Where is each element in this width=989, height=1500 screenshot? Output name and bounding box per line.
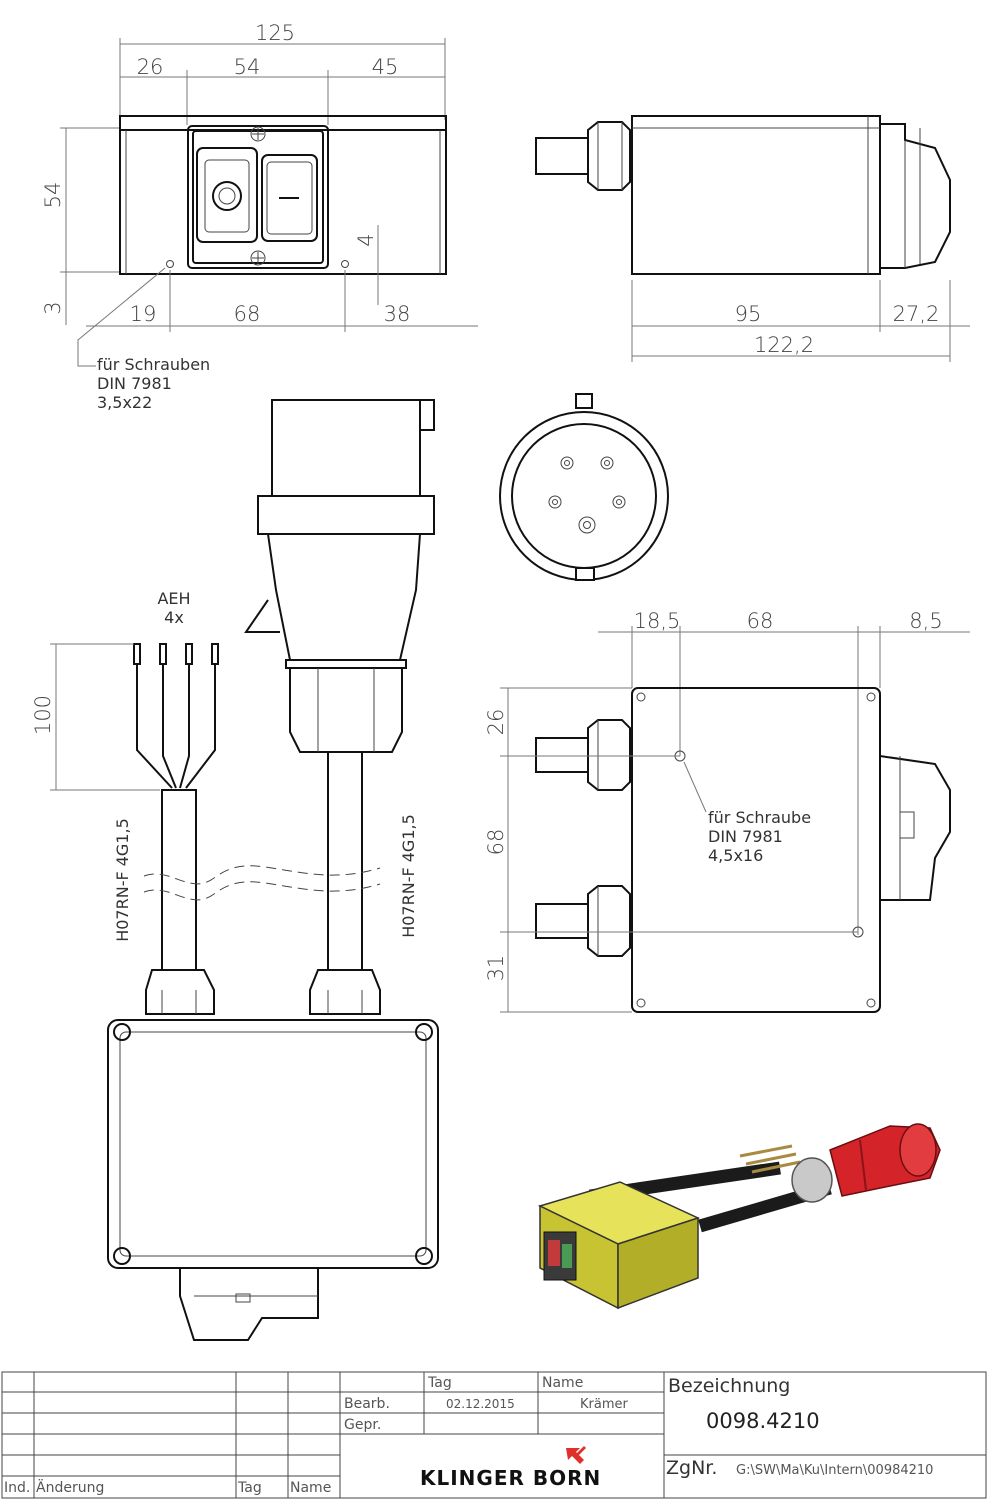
wire-ends: [133, 643, 219, 789]
dim-height: 54: [41, 182, 65, 209]
tb-zgnr-value: G:\SW\Ma\Ku\Intern\00984210: [736, 1463, 933, 1478]
dim-hole-right: 38: [384, 302, 411, 326]
note-screw-rear-line3: 4,5x16: [708, 846, 763, 865]
dim-hole-height: 4: [354, 233, 378, 246]
note-aeh-count: 4x: [164, 608, 184, 627]
tb-bearb-name: Krämer: [580, 1397, 628, 1412]
dim-body-length: 95: [735, 302, 762, 326]
dim-rear-top-offset: 26: [484, 709, 508, 736]
company-name: KLINGER BORN: [420, 1466, 601, 1490]
tb-col-tag: Tag: [427, 1375, 452, 1391]
tb-footer-tag: Tag: [237, 1480, 262, 1496]
dim-rear-right-offset: 8,5: [909, 609, 942, 633]
dim-left-segment: 26: [137, 55, 164, 79]
note-screw-rear-line1: für Schraube: [708, 808, 811, 827]
assembly-view: AEH 4x 100 H07RN-F 4G1,5: [31, 399, 439, 1341]
dim-bottom-offset: 3: [41, 301, 65, 314]
front-view: 125 26 54 45 54 3: [41, 21, 478, 412]
dim-overall-width: 125: [255, 21, 295, 45]
dim-rear-left-offset: 18,5: [634, 609, 681, 633]
dim-plug-depth: 27,2: [893, 302, 940, 326]
rear-view: 18,5 68 8,5 26 68 31 für Schraube DIN: [484, 609, 970, 1013]
label-cable-left: H07RN-F 4G1,5: [113, 818, 132, 942]
tb-zgnr-label: ZgNr.: [666, 1457, 717, 1479]
tb-bezeichnung-value: 0098.4210: [706, 1409, 820, 1433]
tb-col-name: Name: [542, 1375, 583, 1391]
dim-rear-bottom-offset: 31: [484, 955, 508, 982]
dim-total-length: 122,2: [754, 333, 814, 357]
tb-ind-label: Ind.: [4, 1480, 30, 1496]
tb-bearb-label: Bearb.: [344, 1396, 390, 1412]
company-logo: KLINGER BORN: [420, 1446, 601, 1490]
tb-bearb-date: 02.12.2015: [446, 1397, 515, 1411]
dim-strip-length: 100: [31, 695, 55, 735]
product-render: [537, 1123, 941, 1310]
note-screws-front-line3: 3,5x22: [97, 393, 152, 412]
note-screws-front-line2: DIN 7981: [97, 374, 172, 393]
dim-hole-spacing: 68: [234, 302, 261, 326]
note-screws-front-line1: für Schrauben: [97, 355, 210, 374]
tb-footer-name: Name: [290, 1480, 331, 1496]
dim-rear-hole-spacing: 68: [747, 609, 774, 633]
label-cable-right: H07RN-F 4G1,5: [399, 814, 418, 938]
tb-aenderung-label: Änderung: [36, 1478, 104, 1496]
socket-face-view: [499, 393, 669, 581]
title-block: Tag Name Bearb. 02.12.2015 Krämer Gepr. …: [1, 1371, 987, 1499]
dim-hole-left: 19: [130, 302, 157, 326]
cee-plug: [244, 399, 435, 753]
dim-right-segment: 45: [372, 55, 399, 79]
note-aeh: AEH: [157, 589, 190, 608]
dim-middle-segment: 54: [234, 55, 261, 79]
tb-bezeichnung-label: Bezeichnung: [668, 1375, 790, 1397]
note-screw-rear-line2: DIN 7981: [708, 827, 783, 846]
dim-rear-mid-height: 68: [484, 829, 508, 856]
tb-gepr-label: Gepr.: [344, 1417, 381, 1433]
side-view: 95 27,2 122,2: [535, 115, 970, 362]
